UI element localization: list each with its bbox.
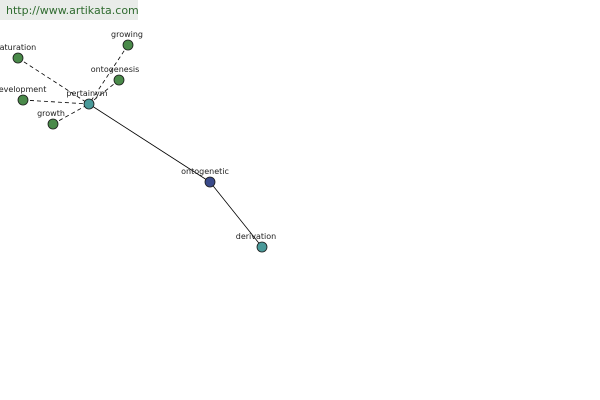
labels-layer: maturation growing ontogenesis development p… [0,30,276,241]
node-derivation[interactable] [256,241,268,253]
edges-layer [17,44,263,248]
node-ontogenesis[interactable] [113,74,125,86]
edge-maturation-pertainym [17,57,90,105]
node-ontogenetic[interactable] [204,176,216,188]
node-label-maturation: maturation [0,43,36,52]
node-label-growing: growing [111,30,143,39]
nodes-layer [12,39,268,253]
node-growing[interactable] [122,39,134,51]
edge-ontogenetic-derivation [209,181,263,248]
watermark-link[interactable]: http://www.artikata.com [0,0,139,20]
node-pertainym[interactable] [83,98,95,110]
edge-growing-pertainym [88,44,129,105]
node-maturation[interactable] [12,52,24,64]
edge-pertainym-ontogenetic [88,103,211,183]
node-label-ontogenetic: ontogenetic [181,167,229,176]
node-label-development: development [0,85,46,94]
node-label-derivation: derivation [236,232,276,241]
node-label-pertainym: pertainym [66,89,107,98]
node-label-growth: growth [37,109,65,118]
node-development[interactable] [17,94,29,106]
node-growth[interactable] [47,118,59,130]
node-label-ontogenesis: ontogenesis [91,65,140,74]
edge-development-pertainym [22,99,90,105]
